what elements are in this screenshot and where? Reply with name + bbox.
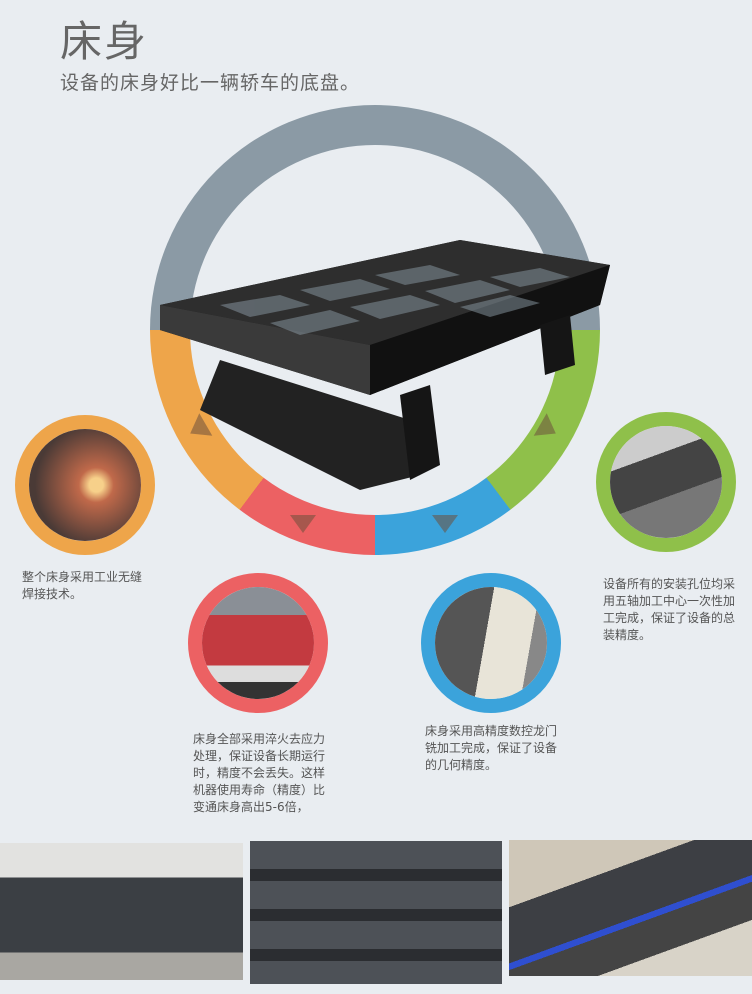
caption-gantry-milling: 床身采用高精度数控龙门铣加工完成，保证了设备的几何精度。 — [425, 724, 558, 772]
page-subtitle: 设备的床身好比一辆轿车的底盘。 — [60, 72, 361, 94]
gantry-milling-photo — [421, 573, 561, 713]
bottom-photo-stacked-beds — [250, 841, 502, 984]
welding-photo — [15, 415, 155, 555]
five-axis-photo — [596, 412, 736, 552]
bottom-photo-assembly — [509, 840, 752, 976]
quenching-photo — [188, 573, 328, 713]
arrow-icon-blue — [432, 515, 458, 533]
caption-five-axis: 设备所有的安装孔位均采用五轴加工中心一次性加工完成，保证了设备的总装精度。 — [603, 577, 736, 642]
bottom-photo-machine — [0, 843, 243, 980]
page-title: 床身 — [60, 17, 149, 66]
caption-quenching: 床身全部采用淬火去应力处理，保证设备长期运行时，精度不会丢失。这样机器使用寿命（… — [193, 732, 326, 814]
caption-welding: 整个床身采用工业无缝焊接技术。 — [22, 570, 143, 601]
machine-bed-image — [160, 240, 610, 490]
arrow-icon-red — [290, 515, 316, 533]
